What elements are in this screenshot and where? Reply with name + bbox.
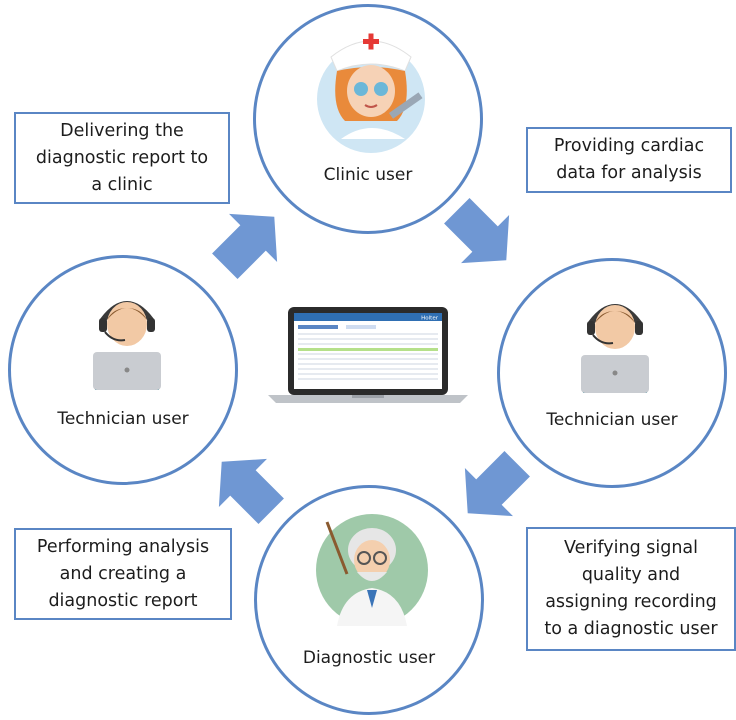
diagnostic-user-label: Diagnostic user — [302, 648, 436, 668]
arrow-diagnostic-to-technician — [218, 458, 284, 524]
step-text-provide-data: Providing cardiac data for analysis — [553, 136, 705, 183]
technician-user-left-node: Technician user — [8, 255, 238, 485]
nurse-icon — [317, 33, 425, 153]
technician-icon — [581, 304, 649, 393]
step-text-perform-analysis: Performing analysis and creating a diagn… — [36, 536, 210, 611]
arrow-clinic-to-technician — [444, 198, 510, 264]
step-box-provide-data: Providing cardiac data for analysis — [526, 127, 732, 193]
technician-icon — [93, 301, 161, 390]
clinic-user-node: Clinic user — [253, 4, 483, 234]
technician-user-right-node: Technician user — [497, 258, 727, 488]
arrow-technician-to-diagnostic — [464, 451, 530, 517]
step-text-verify-signal: Verifying signal quality and assigning r… — [544, 538, 718, 639]
step-box-perform-analysis: Performing analysis and creating a diagn… — [14, 528, 232, 620]
step-text-deliver-report: Delivering the diagnostic report to a cl… — [35, 120, 209, 195]
technician-user-right-label: Technician user — [546, 410, 678, 430]
diagnostic-user-node: Diagnostic user — [254, 485, 484, 715]
laptop-icon: Holter — [268, 307, 468, 403]
doctor-icon — [316, 514, 428, 626]
laptop-brand: Holter — [421, 316, 439, 322]
clinic-user-label: Clinic user — [323, 165, 413, 185]
step-box-verify-signal: Verifying signal quality and assigning r… — [526, 527, 736, 651]
step-box-deliver-report: Delivering the diagnostic report to a cl… — [14, 112, 230, 204]
technician-user-left-label: Technician user — [57, 409, 189, 429]
arrow-technician-to-clinic — [212, 213, 278, 279]
